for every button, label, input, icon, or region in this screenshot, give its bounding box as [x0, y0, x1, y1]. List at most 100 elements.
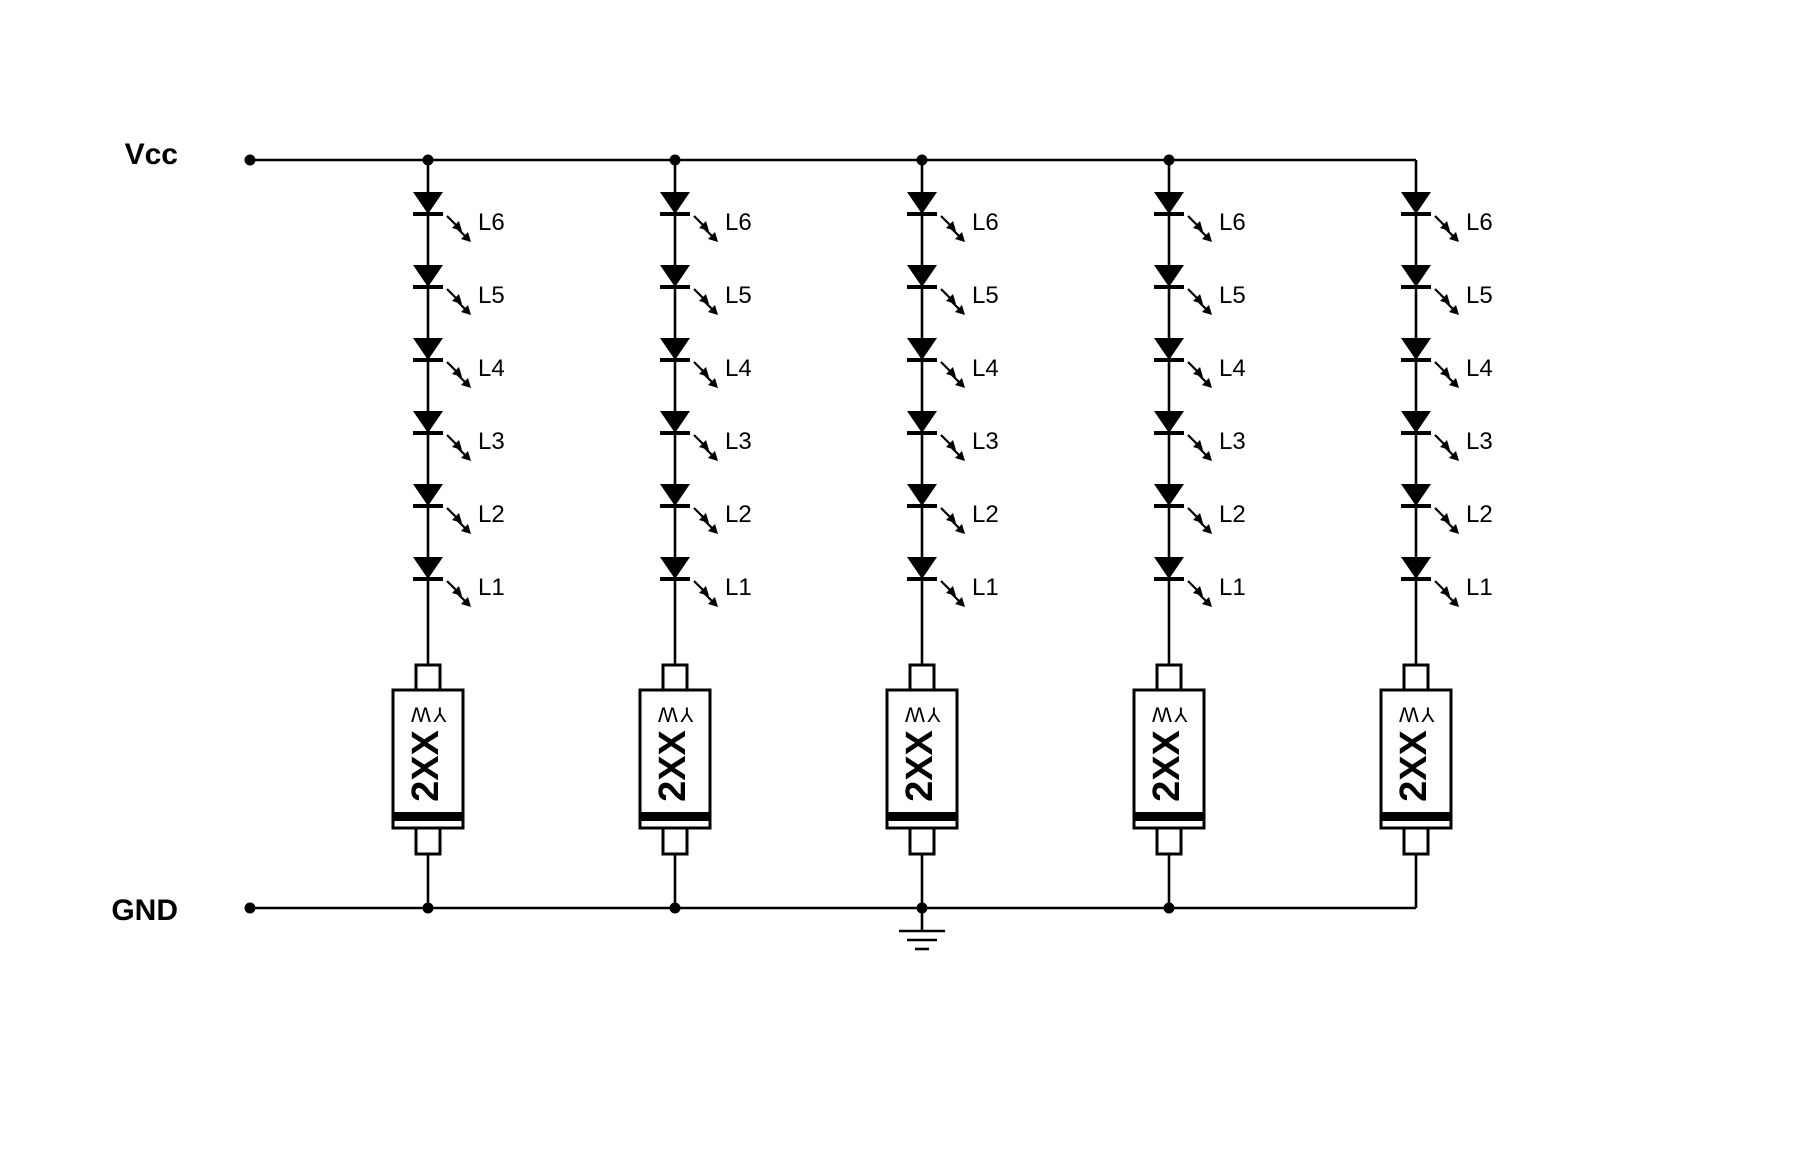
arrow-shaft [455, 299, 467, 311]
light-emission-arrow-icon [940, 434, 956, 450]
resistor-top-terminal [908, 663, 936, 692]
light-emission-arrow-icon [1196, 518, 1212, 534]
arrow-shaft [693, 580, 705, 592]
light-emission-arrow-icon [949, 226, 965, 242]
light-emission-arrow-icon [455, 591, 471, 607]
arrow-head [1202, 232, 1212, 242]
resistor-sublabel: YW [656, 702, 694, 725]
arrow-head [1193, 513, 1203, 523]
led-triangle [660, 338, 690, 360]
resistor-band [640, 812, 710, 821]
led-triangle [1154, 265, 1184, 287]
resistor: YW 2XX [1379, 663, 1453, 856]
led-diode-icon [1154, 192, 1212, 242]
led-diode-icon [660, 557, 718, 607]
led-triangle [907, 411, 937, 433]
arrow-head [1202, 597, 1212, 607]
led-label: L2 [725, 501, 752, 528]
arrow-shaft [1187, 434, 1199, 446]
arrow-shaft [446, 288, 458, 300]
arrow-shaft [693, 288, 705, 300]
light-emission-arrow-icon [693, 361, 709, 377]
led-triangle [660, 484, 690, 506]
arrow-shaft [949, 299, 961, 311]
resistor-bottom-terminal [1402, 826, 1430, 856]
light-emission-arrow-icon [455, 372, 471, 388]
led-label: L4 [725, 355, 752, 382]
arrow-shaft [702, 591, 714, 603]
led-label: L3 [478, 428, 505, 455]
arrow-head [946, 221, 956, 231]
resistor-top-terminal [1402, 663, 1430, 692]
arrow-head [699, 586, 709, 596]
light-emission-arrow-icon [693, 215, 709, 231]
arrow-head [955, 524, 965, 534]
light-emission-arrow-icon [940, 361, 956, 377]
led-diode-icon [660, 265, 718, 315]
led-label: L1 [478, 574, 505, 601]
light-emission-arrow-icon [1187, 361, 1203, 377]
arrow-shaft [940, 507, 952, 519]
led-triangle [413, 484, 443, 506]
arrow-head [946, 586, 956, 596]
led-triangle [1154, 338, 1184, 360]
led-triangle [660, 557, 690, 579]
arrow-head [955, 378, 965, 388]
light-emission-arrow-icon [446, 215, 462, 231]
led-label: L6 [478, 209, 505, 236]
light-emission-arrow-icon [702, 226, 718, 242]
light-emission-arrow-icon [1443, 299, 1459, 315]
arrow-shaft [949, 372, 961, 384]
arrow-head [708, 597, 718, 607]
light-emission-arrow-icon [1187, 215, 1203, 231]
arrow-head [708, 451, 718, 461]
arrow-head [946, 440, 956, 450]
resistor-label: 2XX [652, 729, 694, 801]
resistor: YW 2XX [638, 663, 712, 856]
led-diode-icon [413, 265, 471, 315]
led-triangle [907, 192, 937, 214]
light-emission-arrow-icon [446, 507, 462, 523]
led-triangle [1401, 411, 1431, 433]
led-diode-icon [1154, 484, 1212, 534]
light-emission-arrow-icon [446, 434, 462, 450]
led-triangle [1401, 557, 1431, 579]
arrow-shaft [455, 372, 467, 384]
led-diode-icon [1401, 411, 1459, 461]
resistor-band [1381, 812, 1451, 821]
arrow-shaft [1187, 507, 1199, 519]
arrow-head [946, 367, 956, 377]
light-emission-arrow-icon [1196, 299, 1212, 315]
vcc-label: Vcc [125, 138, 178, 171]
arrow-head [1449, 451, 1459, 461]
arrow-head [452, 221, 462, 231]
led-triangle [1154, 411, 1184, 433]
arrow-shaft [1196, 591, 1208, 603]
arrow-head [1193, 294, 1203, 304]
arrow-head [461, 378, 471, 388]
resistor-label: 2XX [405, 729, 447, 801]
light-emission-arrow-icon [1187, 580, 1203, 596]
arrow-head [1440, 294, 1450, 304]
light-emission-arrow-icon [446, 580, 462, 596]
arrow-head [955, 232, 965, 242]
light-emission-arrow-icon [455, 445, 471, 461]
arrow-head [461, 451, 471, 461]
arrow-shaft [1443, 226, 1455, 238]
resistor-sublabel: YW [1397, 702, 1435, 725]
arrow-shaft [693, 215, 705, 227]
arrow-shaft [702, 445, 714, 457]
light-emission-arrow-icon [446, 288, 462, 304]
arrow-head [1440, 440, 1450, 450]
arrow-head [1449, 597, 1459, 607]
arrow-shaft [446, 361, 458, 373]
arrow-head [708, 378, 718, 388]
light-emission-arrow-icon [1187, 288, 1203, 304]
resistor-label: 2XX [1393, 729, 1435, 801]
light-emission-arrow-icon [1434, 361, 1450, 377]
resistor-bottom-terminal [908, 826, 936, 856]
arrow-shaft [1196, 445, 1208, 457]
light-emission-arrow-icon [1187, 434, 1203, 450]
